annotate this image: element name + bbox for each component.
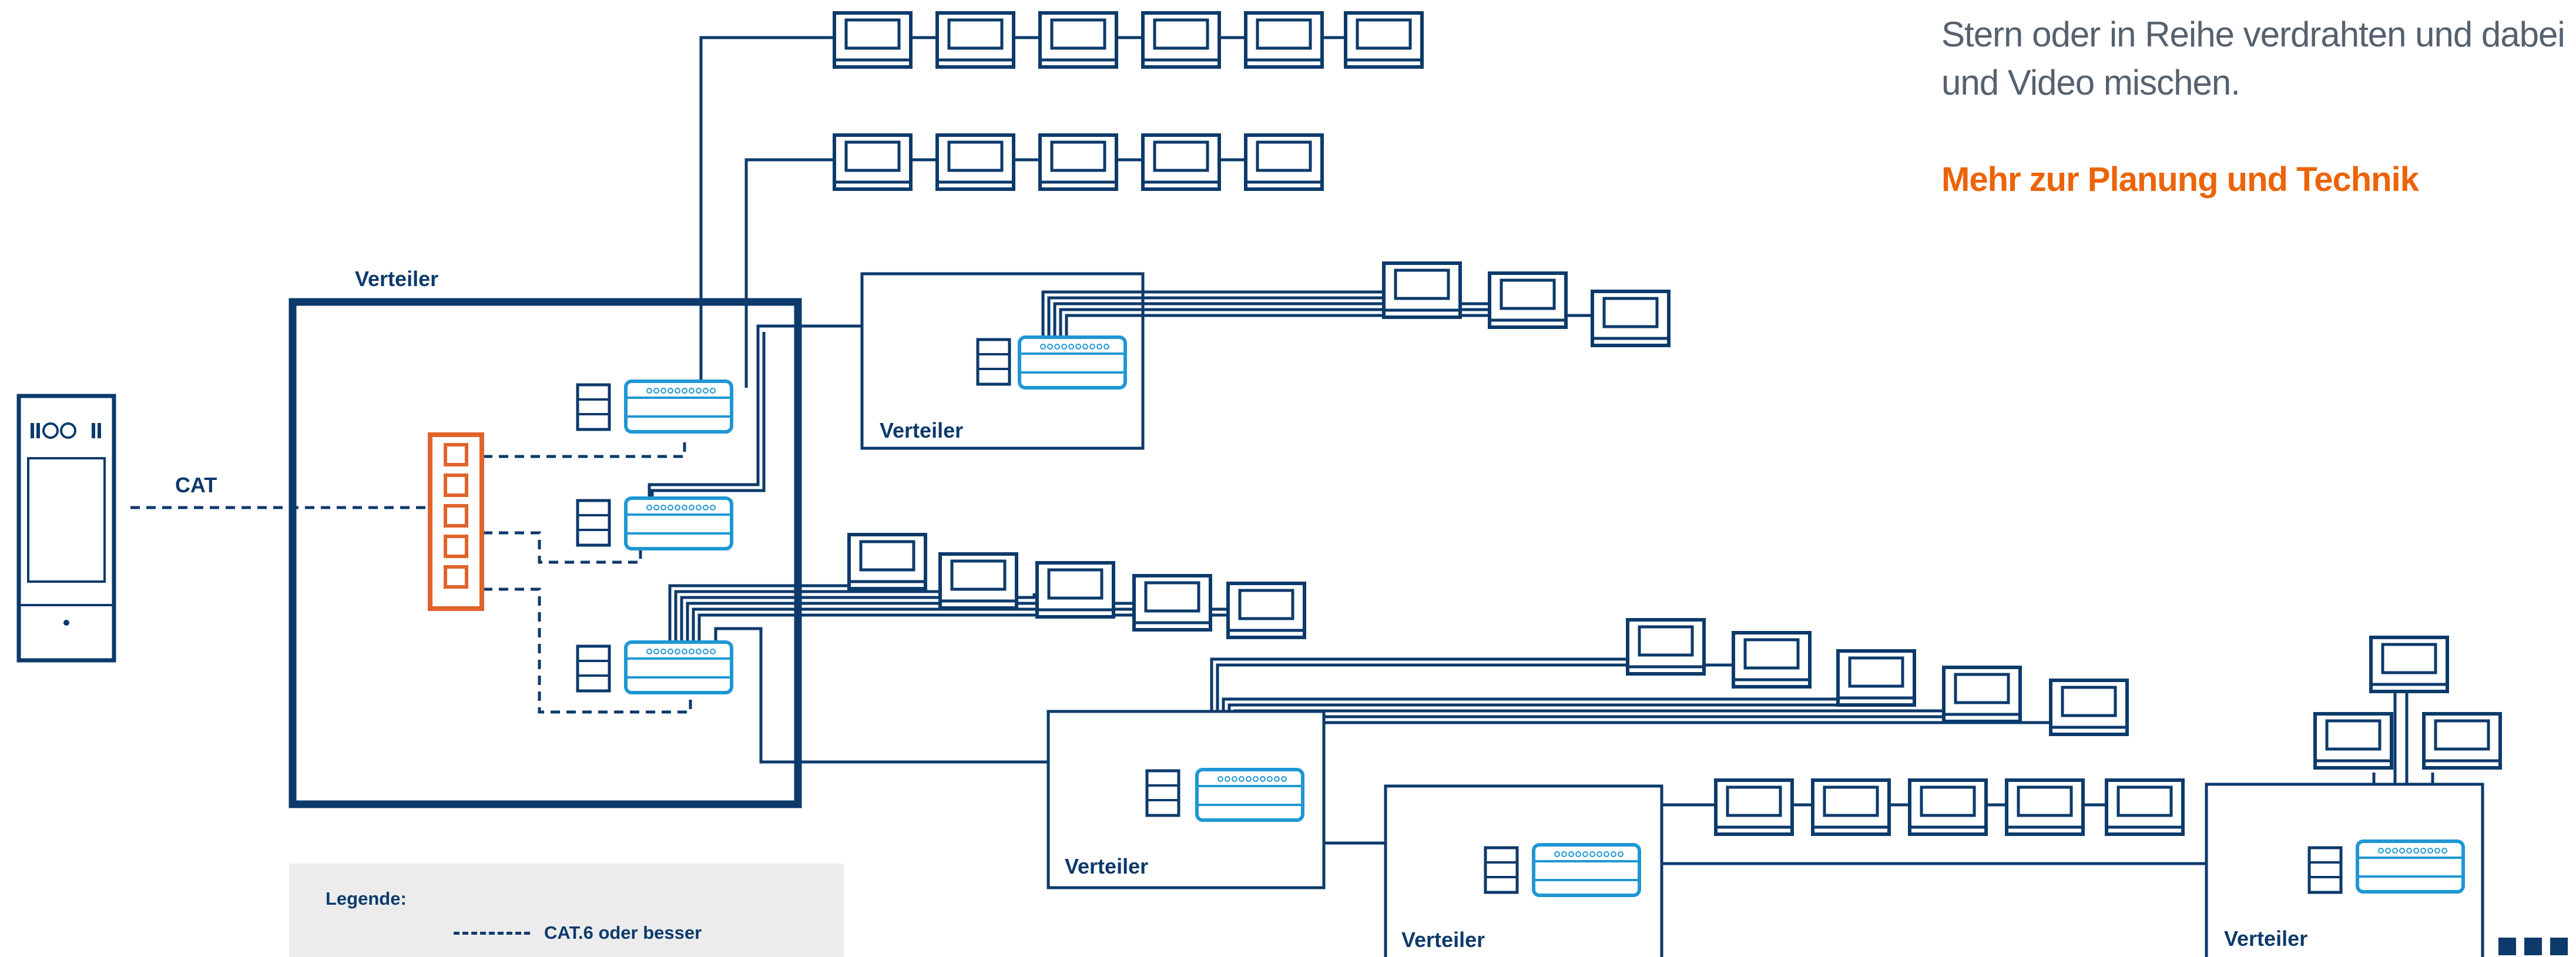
- cat6-cabling: [130, 436, 692, 714]
- monitor-icon: [1246, 135, 1322, 189]
- distributor-frame-upper: [860, 272, 1145, 450]
- square-icon: [2550, 938, 2568, 955]
- monitor-icon: [937, 13, 1014, 67]
- monitor-icon: [1037, 563, 1113, 617]
- monitor-row-top-2: [834, 135, 1322, 189]
- planning-link[interactable]: Mehr zur Planung und Technik: [1941, 160, 2419, 199]
- distribution-module-icon: [2357, 841, 2463, 892]
- monitor-icon: [2007, 780, 2083, 834]
- power-supply-icon: [1147, 771, 1179, 815]
- monitor-icon: [2371, 637, 2447, 691]
- monitor-icon: [1490, 273, 1566, 327]
- monitor-icon: [1246, 13, 1322, 67]
- monitor-icon: [1910, 780, 1986, 834]
- monitor-icon: [849, 535, 925, 589]
- monitor-icon: [2315, 714, 2391, 768]
- monitor-icon: [1143, 13, 1219, 67]
- power-supply-icon: [578, 501, 609, 545]
- monitor-icon: [940, 554, 1017, 608]
- distribution-module-icon: [626, 381, 732, 432]
- monitor-icon: [1228, 583, 1304, 637]
- intro-line-1: Stern oder in Reihe verdrahten und dabei: [1941, 15, 2565, 54]
- legend-title: Legende:: [326, 888, 407, 909]
- monitor-icon: [1346, 13, 1422, 67]
- distributor-label-bottom-right: Verteiler: [2224, 926, 2307, 951]
- distribution-module-icon: [1534, 845, 1639, 895]
- square-icon: [2498, 938, 2516, 955]
- monitor-icon: [937, 135, 1014, 189]
- intro-line-2: und Video mischen.: [1941, 63, 2240, 102]
- monitor-icon: [1716, 780, 1792, 834]
- door-station-icon: [16, 394, 116, 663]
- monitor-icon: [2107, 780, 2183, 834]
- monitor-icon: [1134, 576, 1210, 630]
- square-icon: [2524, 938, 2542, 955]
- monitor-icon: [2051, 680, 2127, 734]
- monitor-icon: [1628, 620, 1704, 674]
- distributor-label-upper: Verteiler: [880, 418, 963, 442]
- monitor-icon: [834, 13, 911, 67]
- monitor-icon: [1040, 13, 1116, 67]
- distributor-label-lower: Verteiler: [1065, 854, 1148, 878]
- power-supply-icon: [578, 646, 609, 691]
- pagination-dots-icon: [2498, 938, 2576, 955]
- power-supply-icon: [1485, 848, 1517, 892]
- power-supply-icon: [578, 385, 609, 429]
- monitor-icon: [1384, 263, 1460, 317]
- distribution-module-icon: [626, 642, 732, 693]
- main-distributor-label: Verteiler: [355, 267, 438, 291]
- main-distributor-frame: [289, 298, 802, 808]
- distribution-module-icon: [1197, 770, 1303, 820]
- monitor-icon: [2424, 714, 2500, 768]
- monitor-icon: [1944, 667, 2020, 721]
- distribution-module-icon: [1019, 337, 1125, 388]
- distribution-module-icon: [626, 498, 732, 549]
- monitor-group-upper-right: [1384, 263, 1669, 345]
- intro-text: Stern oder in Reihe verdrahten und dabei…: [1941, 11, 2576, 107]
- legend-box: Legende: CAT.6 oder besser: [289, 864, 844, 957]
- monitor-icon: [1592, 291, 1669, 345]
- legend-entry: CAT.6 oder besser: [454, 922, 702, 943]
- distributor-label-bottom-middle: Verteiler: [1401, 928, 1485, 952]
- monitor-icon: [1733, 633, 1810, 687]
- monitor-icon: [834, 135, 911, 189]
- monitor-icon: [1040, 135, 1116, 189]
- power-supply-icon: [978, 340, 1009, 384]
- monitor-row-bottom: [1716, 780, 2183, 834]
- monitor-icon: [1838, 651, 1914, 705]
- monitor-icon: [1813, 780, 1889, 834]
- monitor-icon: [1143, 135, 1219, 189]
- monitor-group-middle: [849, 535, 1304, 637]
- dashed-line-icon: [454, 931, 530, 935]
- monitor-row-top-1: [834, 13, 1422, 67]
- power-supply-icon: [2309, 848, 2341, 892]
- cable-label: CAT: [175, 473, 217, 497]
- network-switch-icon: [428, 432, 484, 611]
- legend-entry-label: CAT.6 oder besser: [544, 922, 702, 943]
